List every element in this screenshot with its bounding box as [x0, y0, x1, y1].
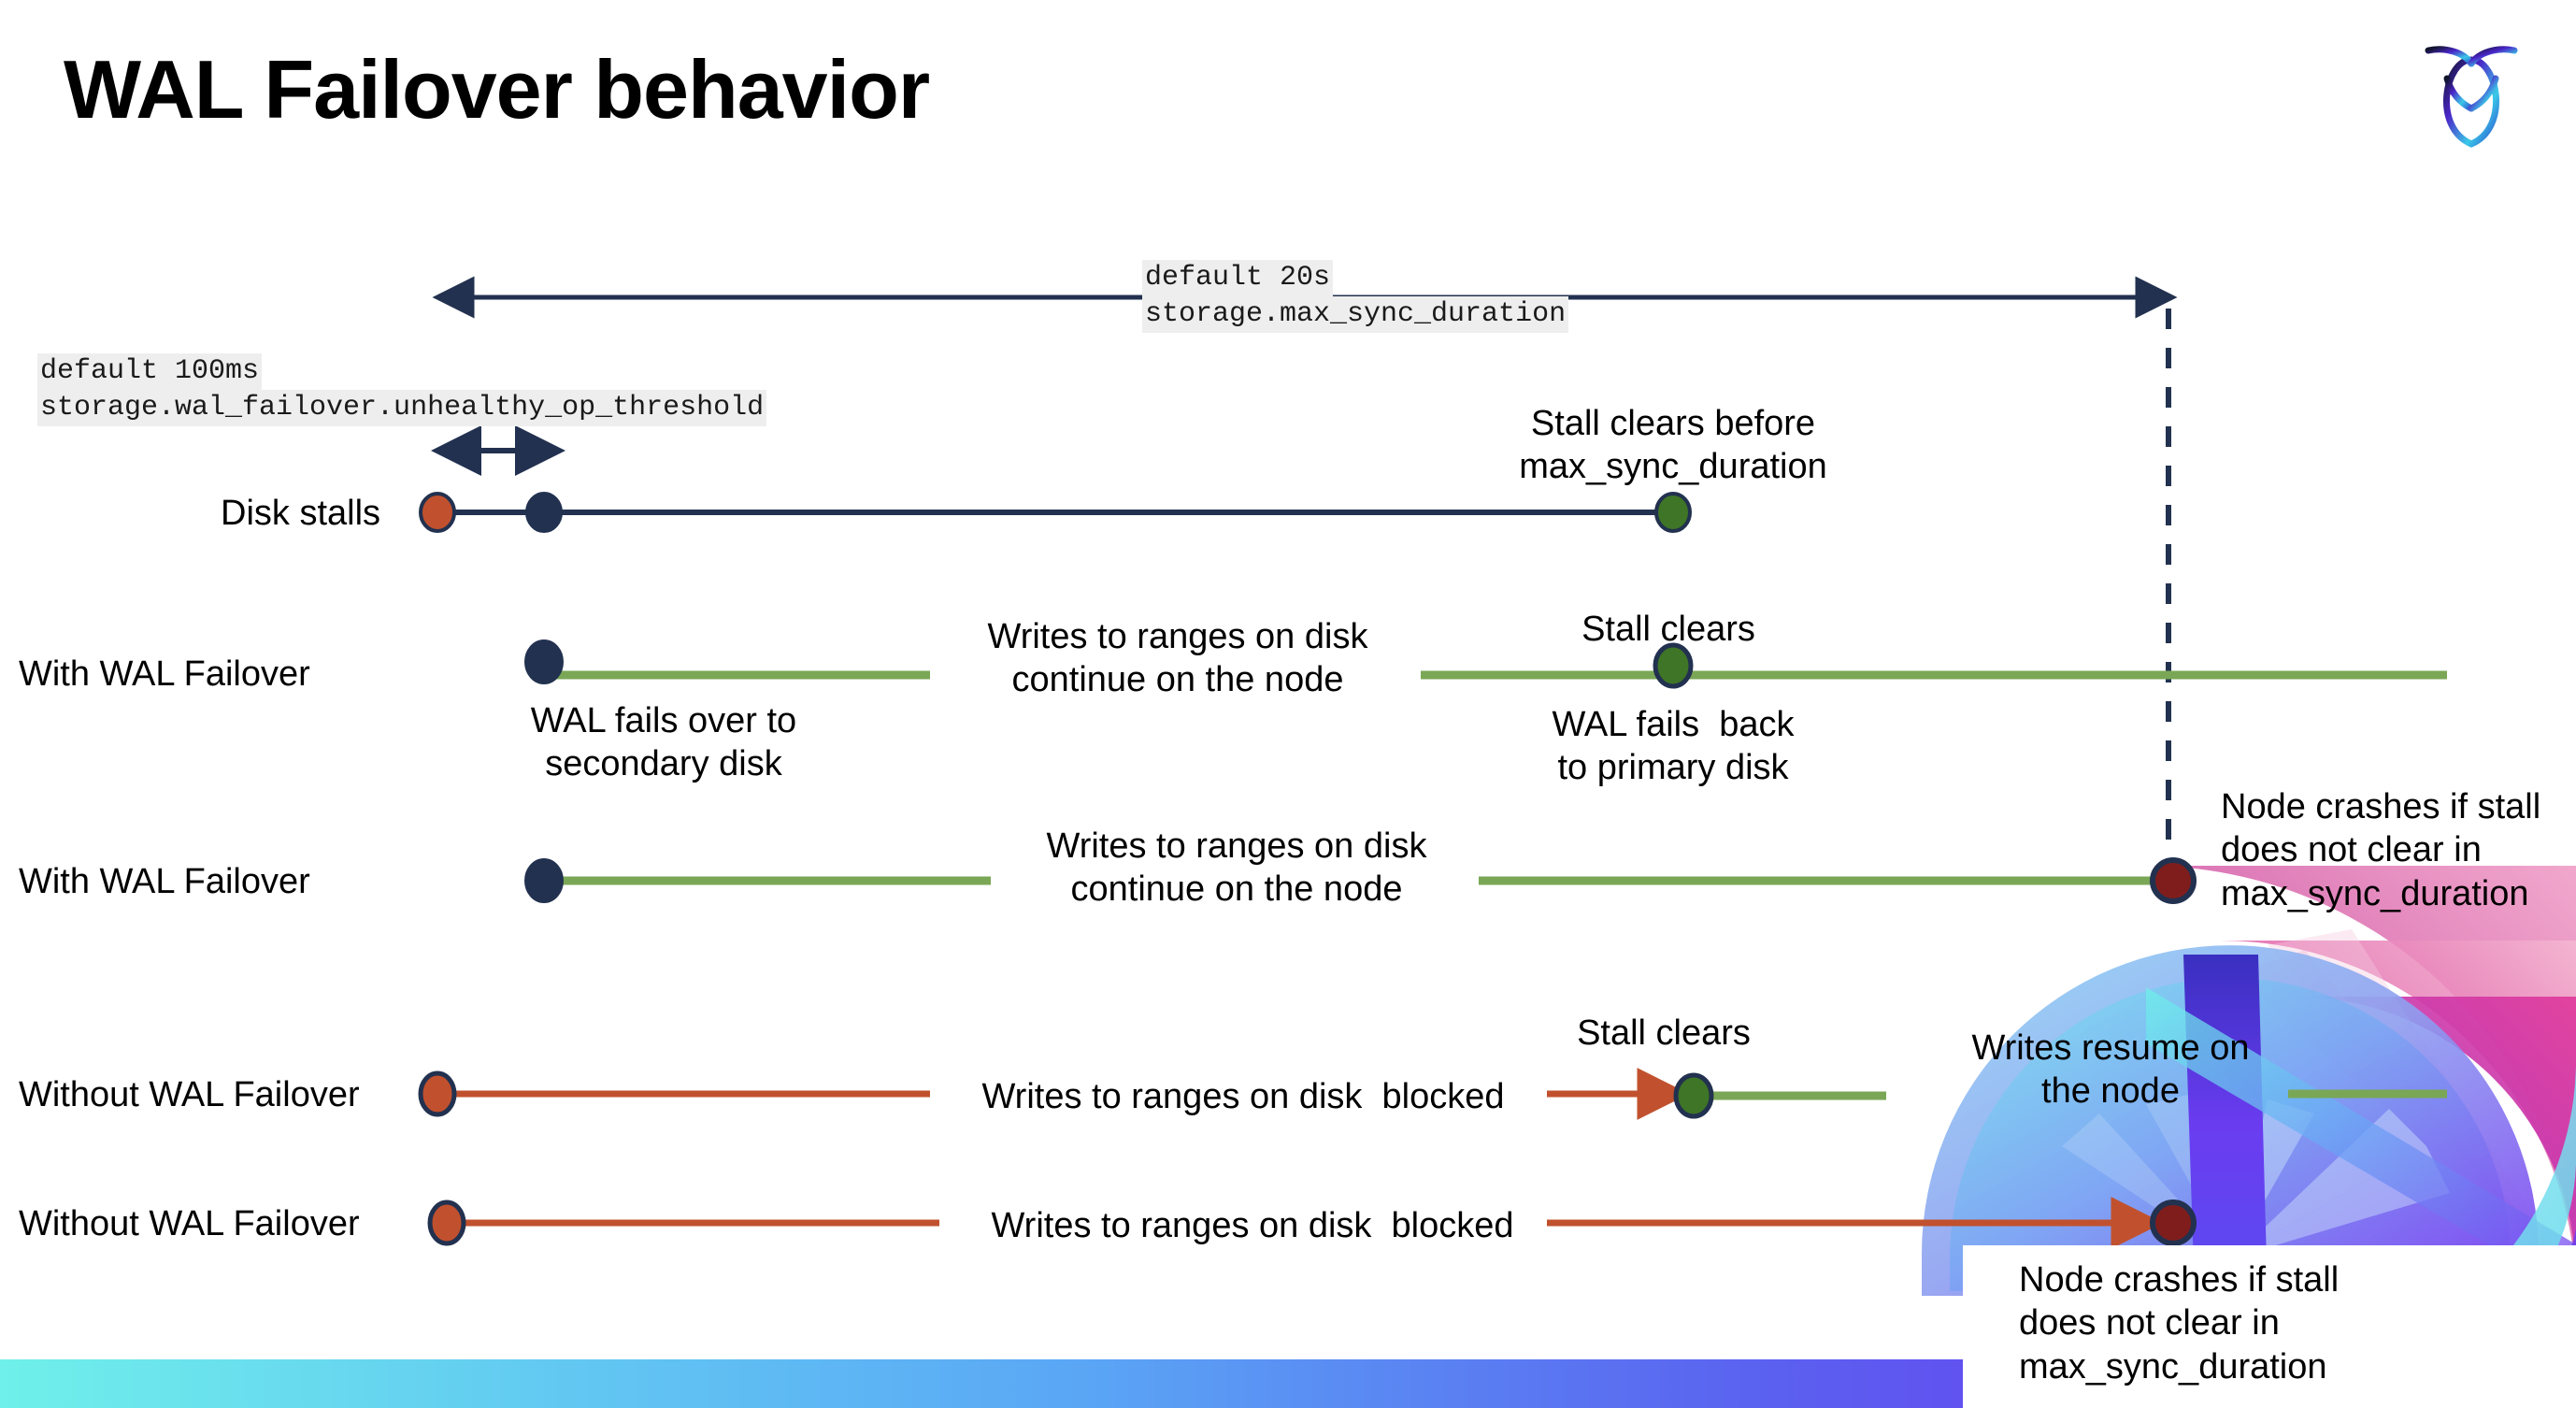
row-label-disk-stalls: Disk stalls	[221, 494, 381, 533]
note-writes-resume: Writes resume on the node	[1971, 1028, 2250, 1112]
note-stall-clears-before-max-sync: Stall clears before max_sync_duration	[1519, 404, 1827, 487]
note-writes-blocked-2: Writes to ranges on disk blocked	[991, 1206, 1514, 1245]
max-sync-duration-annotation: default 20s storage.max_sync_duration	[1142, 260, 1569, 333]
note-node-crashes-2: Node crashes if stall does not clear in …	[2019, 1260, 2340, 1386]
note-stall-clears-1: Stall clears	[1581, 610, 1755, 649]
page-title: WAL Failover behavior	[64, 43, 930, 136]
unhealthy-op-default-label: default 100ms	[37, 353, 263, 390]
row-with-wal-failover-1-graphics	[524, 639, 2447, 689]
row-label-without-wal-failover-1: Without WAL Failover	[19, 1075, 360, 1114]
row-without-wal-failover-1-graphics	[418, 1068, 2447, 1120]
note-stall-clears-2: Stall clears	[1577, 1013, 1751, 1053]
max-sync-setting-label: storage.max_sync_duration	[1142, 296, 1569, 333]
unhealthy-op-setting-label: storage.wal_failover.unhealthy_op_thresh…	[37, 390, 767, 426]
row-without-wal-failover-2-graphics	[427, 1197, 2197, 1249]
row-label-without-wal-failover-2: Without WAL Failover	[19, 1204, 360, 1243]
cockroach-labs-logo	[2406, 22, 2537, 153]
max-sync-default-label: default 20s	[1142, 260, 1334, 296]
row-label-with-wal-failover-1: With WAL Failover	[19, 654, 310, 694]
unhealthy-op-threshold-annotation: default 100ms storage.wal_failover.unhea…	[37, 353, 767, 426]
note-node-crashes-1: Node crashes if stall does not clear in …	[2221, 787, 2541, 913]
note-writes-continue-1: Writes to ranges on disk continue on the…	[987, 617, 1368, 700]
note-wal-fails-over: WAL fails over to secondary disk	[530, 701, 797, 784]
note-writes-blocked-1: Writes to ranges on disk blocked	[981, 1077, 1505, 1116]
row-with-wal-failover-2-graphics	[524, 857, 2197, 904]
note-writes-continue-2: Writes to ranges on disk continue on the…	[1046, 826, 1427, 910]
note-wal-fails-back: WAL fails back to primary disk	[1552, 705, 1795, 788]
row-disk-stalls-graphics	[419, 492, 1692, 533]
node-crash-callout: Node crashes if stall does not clear in …	[1963, 1245, 2576, 1408]
row-label-with-wal-failover-2: With WAL Failover	[19, 862, 310, 901]
